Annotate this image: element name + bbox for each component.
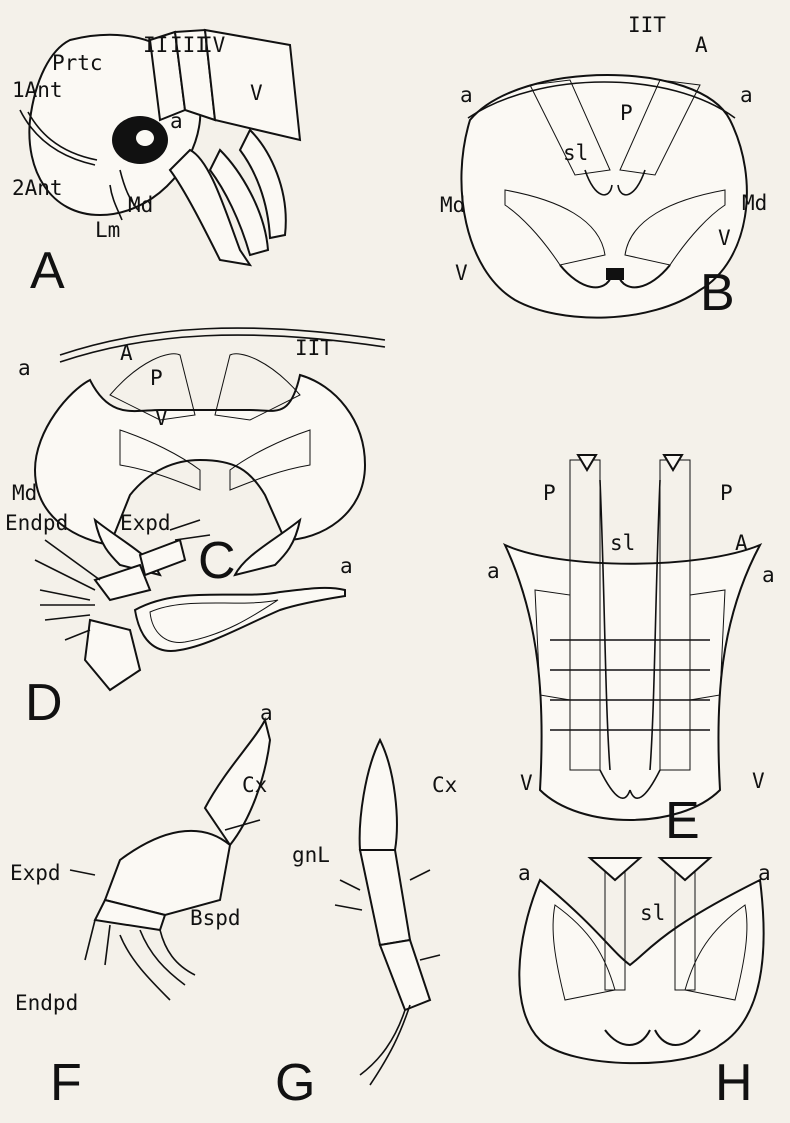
panel-e-label-p-right: P xyxy=(720,481,733,505)
panel-a-label-v: V xyxy=(250,81,263,105)
panel-g-label-gnl: gnL xyxy=(292,843,330,867)
panel-h-label-a-right: a xyxy=(758,861,771,885)
panel-e-label-upper-a: A xyxy=(735,531,748,555)
panel-b-label-v-left: V xyxy=(455,261,468,285)
panel-b-label-a-upper: A xyxy=(695,33,708,57)
panel-a-label-1ant: 1Ant xyxy=(12,78,63,102)
panel-f-label-endpd: Endpd xyxy=(15,991,78,1015)
panel-c-label-p: P xyxy=(150,366,163,390)
panel-c-label-iit: IIT xyxy=(295,336,333,360)
panel-b-label-a-left: a xyxy=(460,83,473,107)
panel-a-label-lm: Lm xyxy=(95,218,120,242)
panel-d-label-a: a xyxy=(340,554,353,578)
panel-h xyxy=(519,858,763,1063)
panel-d-label-expd: Expd xyxy=(120,511,171,535)
panel-g-letter: G xyxy=(275,1054,315,1112)
panel-e-label-v-left: V xyxy=(520,771,533,795)
panel-c-label-upper-a: A xyxy=(120,341,133,365)
panel-h-label-sl: sl xyxy=(640,901,665,925)
panel-h-label-a-left: a xyxy=(518,861,531,885)
panel-e-label-v-right: V xyxy=(752,769,765,793)
panel-b-label-iit: IIT xyxy=(628,13,666,37)
panel-c-label-v: V xyxy=(155,406,168,430)
panel-f-label-expd: Expd xyxy=(10,861,61,885)
panel-f-label-cx: Cx xyxy=(242,773,267,797)
panel-b-label-sl: sl xyxy=(563,141,588,165)
panel-a-label-2ant: 2Ant xyxy=(12,176,63,200)
panel-b-label-a-right: a xyxy=(740,83,753,107)
panel-b-label-p: P xyxy=(620,101,633,125)
panel-b-letter: B xyxy=(700,264,735,322)
panel-f-label-a: a xyxy=(260,701,273,725)
panel-a-label-a: a xyxy=(170,109,183,133)
panel-d-label-endpd: Endpd xyxy=(5,511,68,535)
panel-a-label-md: Md xyxy=(128,193,153,217)
panel-e-label-a-left: a xyxy=(487,559,500,583)
panel-a-label-iv: IV xyxy=(200,33,226,57)
panel-h-letter: H xyxy=(715,1054,753,1112)
panel-d xyxy=(35,520,345,690)
panel-f-label-bspd: Bspd xyxy=(190,906,241,930)
panel-b-label-v-right: V xyxy=(718,226,731,250)
panel-g-label-cx: Cx xyxy=(432,773,457,797)
panel-b-label-md-left: Md xyxy=(440,193,465,217)
panel-e-label-a-right: a xyxy=(762,563,775,587)
panel-e xyxy=(505,455,760,820)
panel-f-letter: F xyxy=(50,1054,82,1112)
panel-c-letter: C xyxy=(198,532,236,590)
panel-e-label-sl: sl xyxy=(610,531,635,555)
panel-a-label-prtc: Prtc xyxy=(52,51,103,75)
panel-e-label-p-left: P xyxy=(543,481,556,505)
panel-g xyxy=(335,740,440,1085)
panel-a-letter: A xyxy=(30,242,65,300)
panel-b-label-md-right: Md xyxy=(742,191,767,215)
panel-d-letter: D xyxy=(25,674,63,732)
panel-a-label-ii: II xyxy=(143,33,168,57)
panel-c-label-md: Md xyxy=(12,481,37,505)
panel-f xyxy=(70,720,270,1000)
panel-c-label-a: a xyxy=(18,356,31,380)
panel-e-letter: E xyxy=(665,792,700,850)
